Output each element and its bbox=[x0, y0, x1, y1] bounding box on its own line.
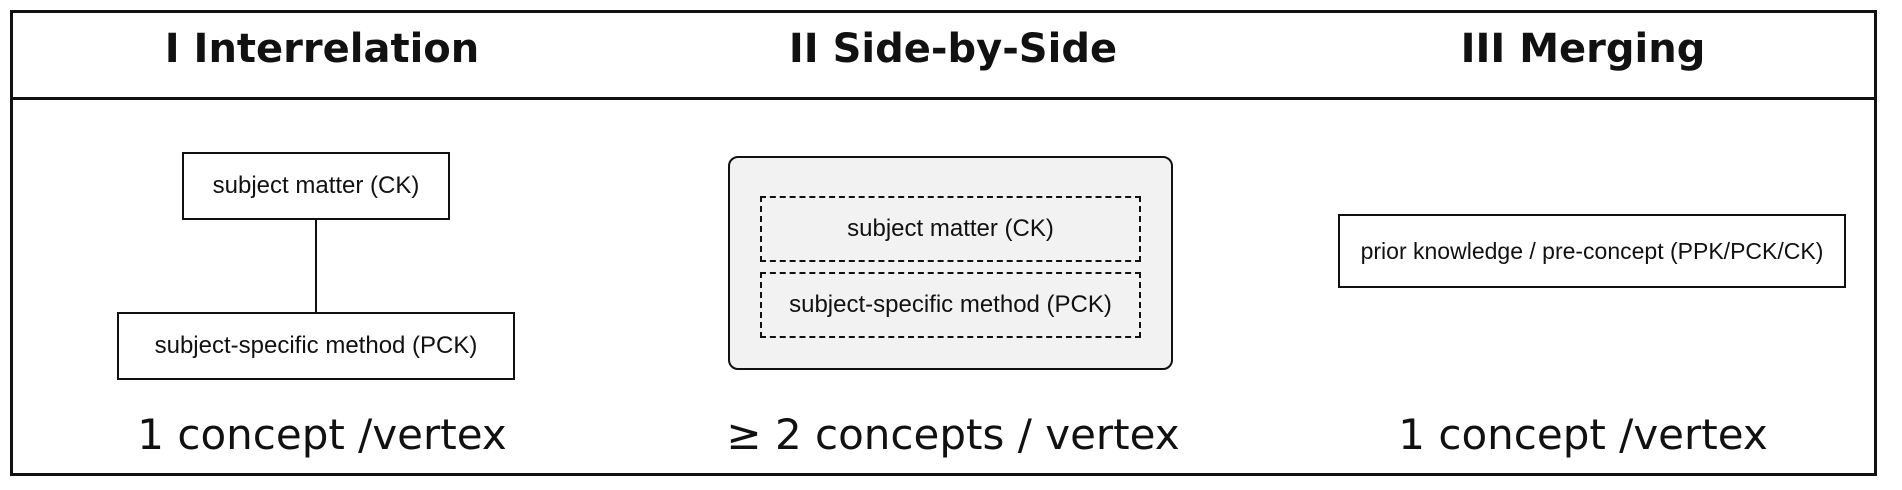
column-3-node-merged: prior knowledge / pre-concept (PPK/PCK/C… bbox=[1338, 214, 1846, 288]
column-2-node-ck: subject matter (CK) bbox=[760, 196, 1141, 262]
column-1-connector bbox=[315, 220, 317, 312]
column-2-title: II Side-by-Side bbox=[788, 26, 1118, 72]
column-1-footer: 1 concept /vertex bbox=[137, 410, 507, 459]
diagram-frame bbox=[10, 10, 1877, 476]
column-3-footer: 1 concept /vertex bbox=[1398, 410, 1768, 459]
column-1-node-pck: subject-specific method (PCK) bbox=[117, 312, 515, 380]
header-divider bbox=[10, 97, 1877, 100]
column-2-footer: ≥ 2 concepts / vertex bbox=[726, 410, 1180, 459]
column-2-node-pck: subject-specific method (PCK) bbox=[760, 272, 1141, 338]
column-3-title: III Merging bbox=[1460, 26, 1706, 72]
column-1-node-ck: subject matter (CK) bbox=[182, 152, 450, 220]
column-1-title: I Interrelation bbox=[164, 26, 480, 72]
